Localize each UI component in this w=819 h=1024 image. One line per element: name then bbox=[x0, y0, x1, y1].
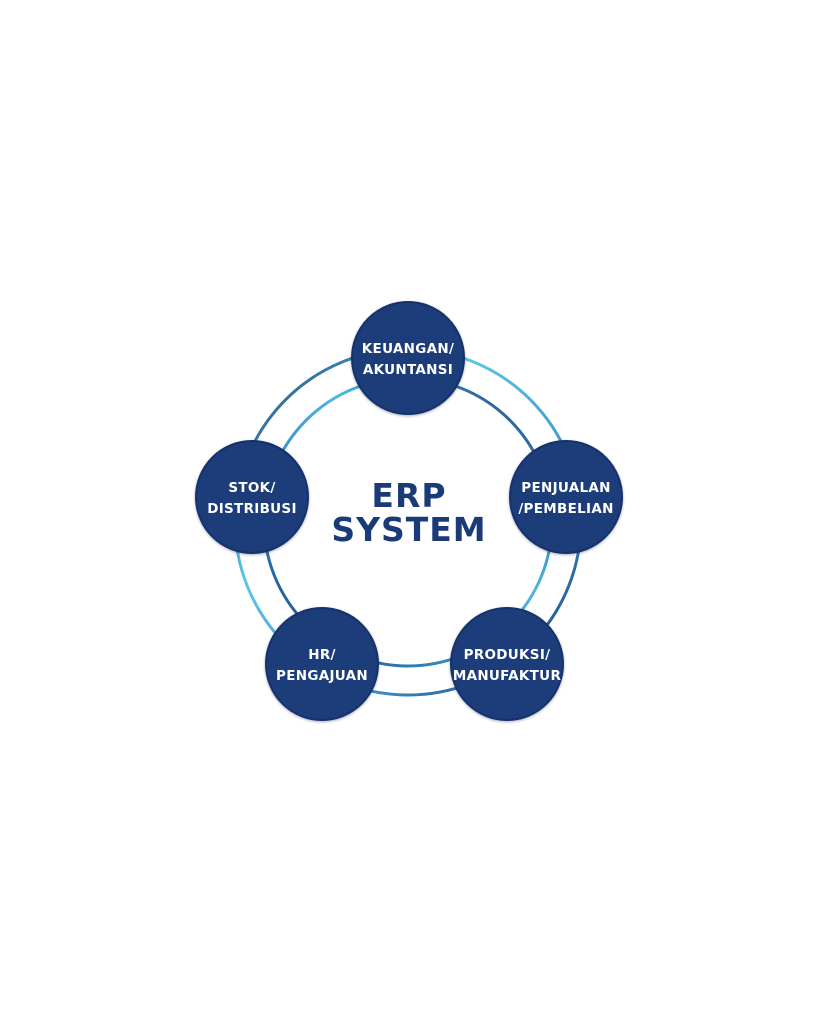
module-node-produksi[interactable]: PRODUKSI/ MANUFAKTUR bbox=[450, 607, 564, 721]
module-node-hr[interactable]: HR/ PENGAJUAN bbox=[265, 607, 379, 721]
module-label-line1: PENJUALAN bbox=[521, 480, 610, 496]
module-node-penjualan[interactable]: PENJUALAN /PEMBELIAN bbox=[509, 440, 623, 554]
erp-center-title: ERP SYSTEM bbox=[331, 476, 486, 549]
module-circle bbox=[351, 301, 465, 415]
module-label-line2: /PEMBELIAN bbox=[518, 501, 613, 517]
module-label-line1: KEUANGAN/ bbox=[362, 341, 454, 357]
center-title-line2: SYSTEM bbox=[331, 510, 486, 549]
module-circle bbox=[450, 607, 564, 721]
module-label-line2: MANUFAKTUR bbox=[453, 668, 562, 684]
module-node-stok[interactable]: STOK/ DISTRIBUSI bbox=[195, 440, 309, 554]
center-title-line1: ERP bbox=[371, 476, 446, 515]
module-node-keuangan[interactable]: KEUANGAN/ AKUNTANSI bbox=[351, 301, 465, 415]
module-label-line2: DISTRIBUSI bbox=[207, 501, 297, 517]
module-circle bbox=[265, 607, 379, 721]
module-circle bbox=[195, 440, 309, 554]
module-circle bbox=[509, 440, 623, 554]
module-label-line1: HR/ bbox=[308, 647, 336, 663]
module-label-line2: AKUNTANSI bbox=[363, 362, 453, 378]
module-label-line1: STOK/ bbox=[228, 480, 275, 496]
module-label-line1: PRODUKSI/ bbox=[464, 647, 551, 663]
module-label-line2: PENGAJUAN bbox=[276, 668, 368, 684]
